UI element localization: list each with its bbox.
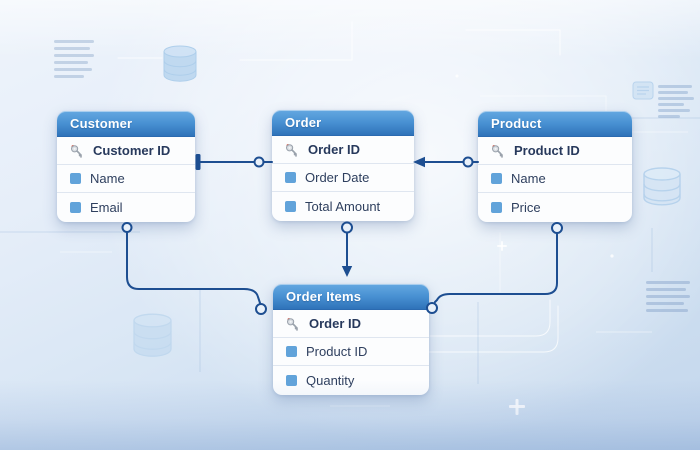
field-row-name[interactable]: Name [478, 165, 632, 193]
table-header-order: Order [272, 110, 414, 136]
table-title: Product [491, 116, 542, 131]
table-header-order-items: Order Items [273, 284, 429, 310]
field-label: Order Date [305, 170, 370, 185]
field-label: Quantity [306, 373, 354, 388]
field-icon [285, 201, 296, 212]
field-row-product-id[interactable]: Product ID [273, 338, 429, 366]
field-label: Product ID [306, 344, 368, 359]
field-label: Order ID [309, 316, 362, 331]
field-icon [491, 173, 502, 184]
field-row-order-date[interactable]: Order Date [272, 164, 414, 192]
field-label: Order ID [308, 142, 361, 157]
primary-key-icon [287, 317, 298, 331]
field-row-product-id[interactable]: Product ID [478, 137, 632, 165]
table-header-product: Product [478, 111, 632, 137]
field-icon [285, 172, 296, 183]
ghost-text [54, 40, 96, 82]
field-icon [70, 173, 81, 184]
field-label: Email [90, 200, 123, 215]
primary-key-icon [286, 143, 297, 157]
primary-key-icon [492, 144, 503, 158]
table-title: Order [285, 115, 322, 130]
field-row-name[interactable]: Name [57, 165, 195, 193]
field-row-customer-id[interactable]: Customer ID [57, 137, 195, 165]
field-row-quantity[interactable]: Quantity [273, 366, 429, 395]
field-icon [70, 202, 81, 213]
field-label: Name [90, 171, 125, 186]
entity-table-order-items[interactable]: Order Items Order ID Product ID Quantity [273, 284, 429, 395]
field-icon [491, 202, 502, 213]
field-row-order-id[interactable]: Order ID [273, 310, 429, 338]
field-row-order-id[interactable]: Order ID [272, 136, 414, 164]
field-row-price[interactable]: Price [478, 193, 632, 222]
ghost-text [646, 281, 692, 316]
field-icon [286, 375, 297, 386]
field-label: Price [511, 200, 541, 215]
table-title: Order Items [286, 289, 362, 304]
field-label: Customer ID [93, 143, 171, 158]
table-header-customer: Customer [57, 111, 195, 137]
field-label: Product ID [514, 143, 580, 158]
entity-table-customer[interactable]: Customer Customer ID Name Email [57, 111, 195, 222]
table-title: Customer [70, 116, 133, 131]
entity-table-product[interactable]: Product Product ID Name Price [478, 111, 632, 222]
entity-table-order[interactable]: Order Order ID Order Date Total Amount [272, 110, 414, 221]
field-row-total-amount[interactable]: Total Amount [272, 192, 414, 221]
field-row-email[interactable]: Email [57, 193, 195, 222]
field-label: Total Amount [305, 199, 381, 214]
field-label: Name [511, 171, 546, 186]
ghost-text [658, 85, 696, 121]
primary-key-icon [71, 144, 82, 158]
background-bottom-shade [0, 380, 700, 450]
field-icon [286, 346, 297, 357]
